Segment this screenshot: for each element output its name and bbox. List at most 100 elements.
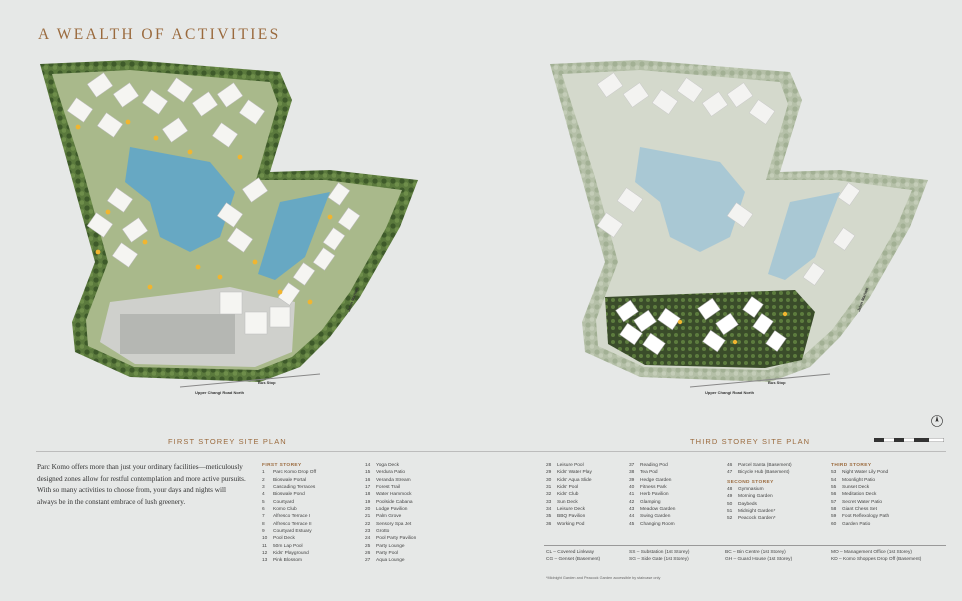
- legend-item-label: Kids' Pool: [557, 485, 579, 491]
- legend-item-number: 38: [629, 470, 635, 476]
- legend-item-number: 37: [629, 463, 635, 468]
- legend-item-number: 16: [365, 477, 371, 483]
- legend-item-label: Kids' Club: [557, 492, 579, 498]
- legend-item-label: Glamping: [640, 499, 661, 505]
- abbr-col-2: SS – Substation (1st Storey) SG – Side G…: [629, 549, 690, 564]
- legend-item-label: Kids' Aqua Slide: [557, 477, 592, 483]
- page-title: A WEALTH OF ACTIVITIES: [38, 26, 281, 43]
- legend-item-label: Party Lounge: [376, 543, 405, 549]
- legend-divider: [544, 545, 946, 546]
- legend-item-label: Lodge Pavilion: [376, 507, 408, 513]
- clubhouse-roof: [120, 314, 235, 354]
- legend-item-number: 48: [727, 487, 733, 493]
- legend-item-number: 3: [262, 485, 265, 491]
- legend-item: 16 Veranda Stream: [365, 477, 416, 484]
- legend-item-label: Pool Deck: [273, 536, 295, 542]
- legend-item-label: Courtyard: [273, 499, 295, 505]
- legend-item-number: 45: [629, 521, 635, 527]
- legend-item-label: Poolside Cabana: [376, 499, 413, 505]
- legend-item-label: Giant Chess Set: [842, 507, 877, 513]
- legend-item: 25 Party Lounge: [365, 543, 416, 550]
- legend-item-number: 36: [546, 521, 552, 527]
- legend-item-number: 11: [262, 543, 267, 549]
- legend-item-label: Night Water Lily Pond: [842, 470, 889, 476]
- legend-item-label: Alfresco Terrace II: [273, 521, 312, 527]
- legend-item-number: 58: [831, 507, 837, 513]
- legend-item-number: 17: [365, 485, 371, 491]
- first-storey-map: [40, 60, 418, 388]
- legend-item-number: 59: [831, 514, 837, 520]
- legend-item-label: Changing Room: [640, 521, 675, 527]
- third-storey-caption: THIRD STOREY SITE PLAN: [690, 437, 811, 446]
- legend-item-number: 4: [262, 492, 265, 498]
- legend-item-number: 35: [546, 514, 552, 520]
- legend-item-label: Kids' Playground: [273, 551, 309, 557]
- abbr-col-1: CL – Covered Linkway CG – Genset (Baseme…: [546, 549, 600, 564]
- abbr-item: GH – Guard House (1st Storey): [725, 557, 793, 563]
- legend-item-number: 30: [546, 477, 552, 483]
- legend-item: 42 Glamping: [629, 499, 675, 506]
- legend-item-number: 46: [727, 463, 733, 468]
- legend-item-number: 12: [262, 551, 268, 557]
- legend-item: 8 Alfresco Terrace II: [262, 521, 316, 528]
- pool-faded: [635, 147, 745, 252]
- section-divider: [36, 451, 946, 452]
- legend-item-label: Tea Pod: [640, 470, 658, 476]
- activity-markers: [75, 119, 333, 305]
- legend-item-number: 49: [727, 494, 733, 500]
- abbr-col-4: MO – Management Office (1st Storey) KD –…: [831, 549, 921, 564]
- legend-item-label: Moonlight Patio: [842, 477, 876, 483]
- legend-item-number: 25: [365, 543, 371, 549]
- legend-item-label: Leisure Deck: [557, 507, 585, 513]
- legend-item-number: 53: [831, 470, 837, 476]
- legend-item-label: Garden Patio: [842, 521, 871, 527]
- legend-item: 45 Changing Room: [629, 521, 675, 528]
- legend-item-number: 18: [365, 492, 371, 498]
- legend-item-label: Komo Club: [273, 507, 297, 513]
- legend-item-number: 8: [262, 521, 265, 527]
- legend-item-number: 43: [629, 507, 635, 513]
- legend-item-label: Swing Garden: [640, 514, 671, 520]
- legend-item-label: Leisure Pool: [557, 463, 584, 468]
- residential-blocks-faded: [596, 72, 861, 286]
- road-label-bus-stop: Bus Stop: [258, 380, 276, 385]
- legend-item-number: 9: [262, 529, 265, 535]
- legend-item-label: Veranda Stream: [376, 477, 411, 483]
- legend-item: 30 Kids' Aqua Slide: [546, 477, 592, 484]
- abbr-item: KD – Komo Shoppes Drop Off (Basement): [831, 557, 922, 563]
- legend-item-number: 42: [629, 499, 635, 505]
- legend-item-label: Peacock Garden*: [738, 516, 776, 522]
- third-storey-markers: [677, 311, 788, 345]
- legend-item-label: Working Pod: [557, 521, 585, 527]
- legend-item-label: Meditation Deck: [842, 492, 877, 498]
